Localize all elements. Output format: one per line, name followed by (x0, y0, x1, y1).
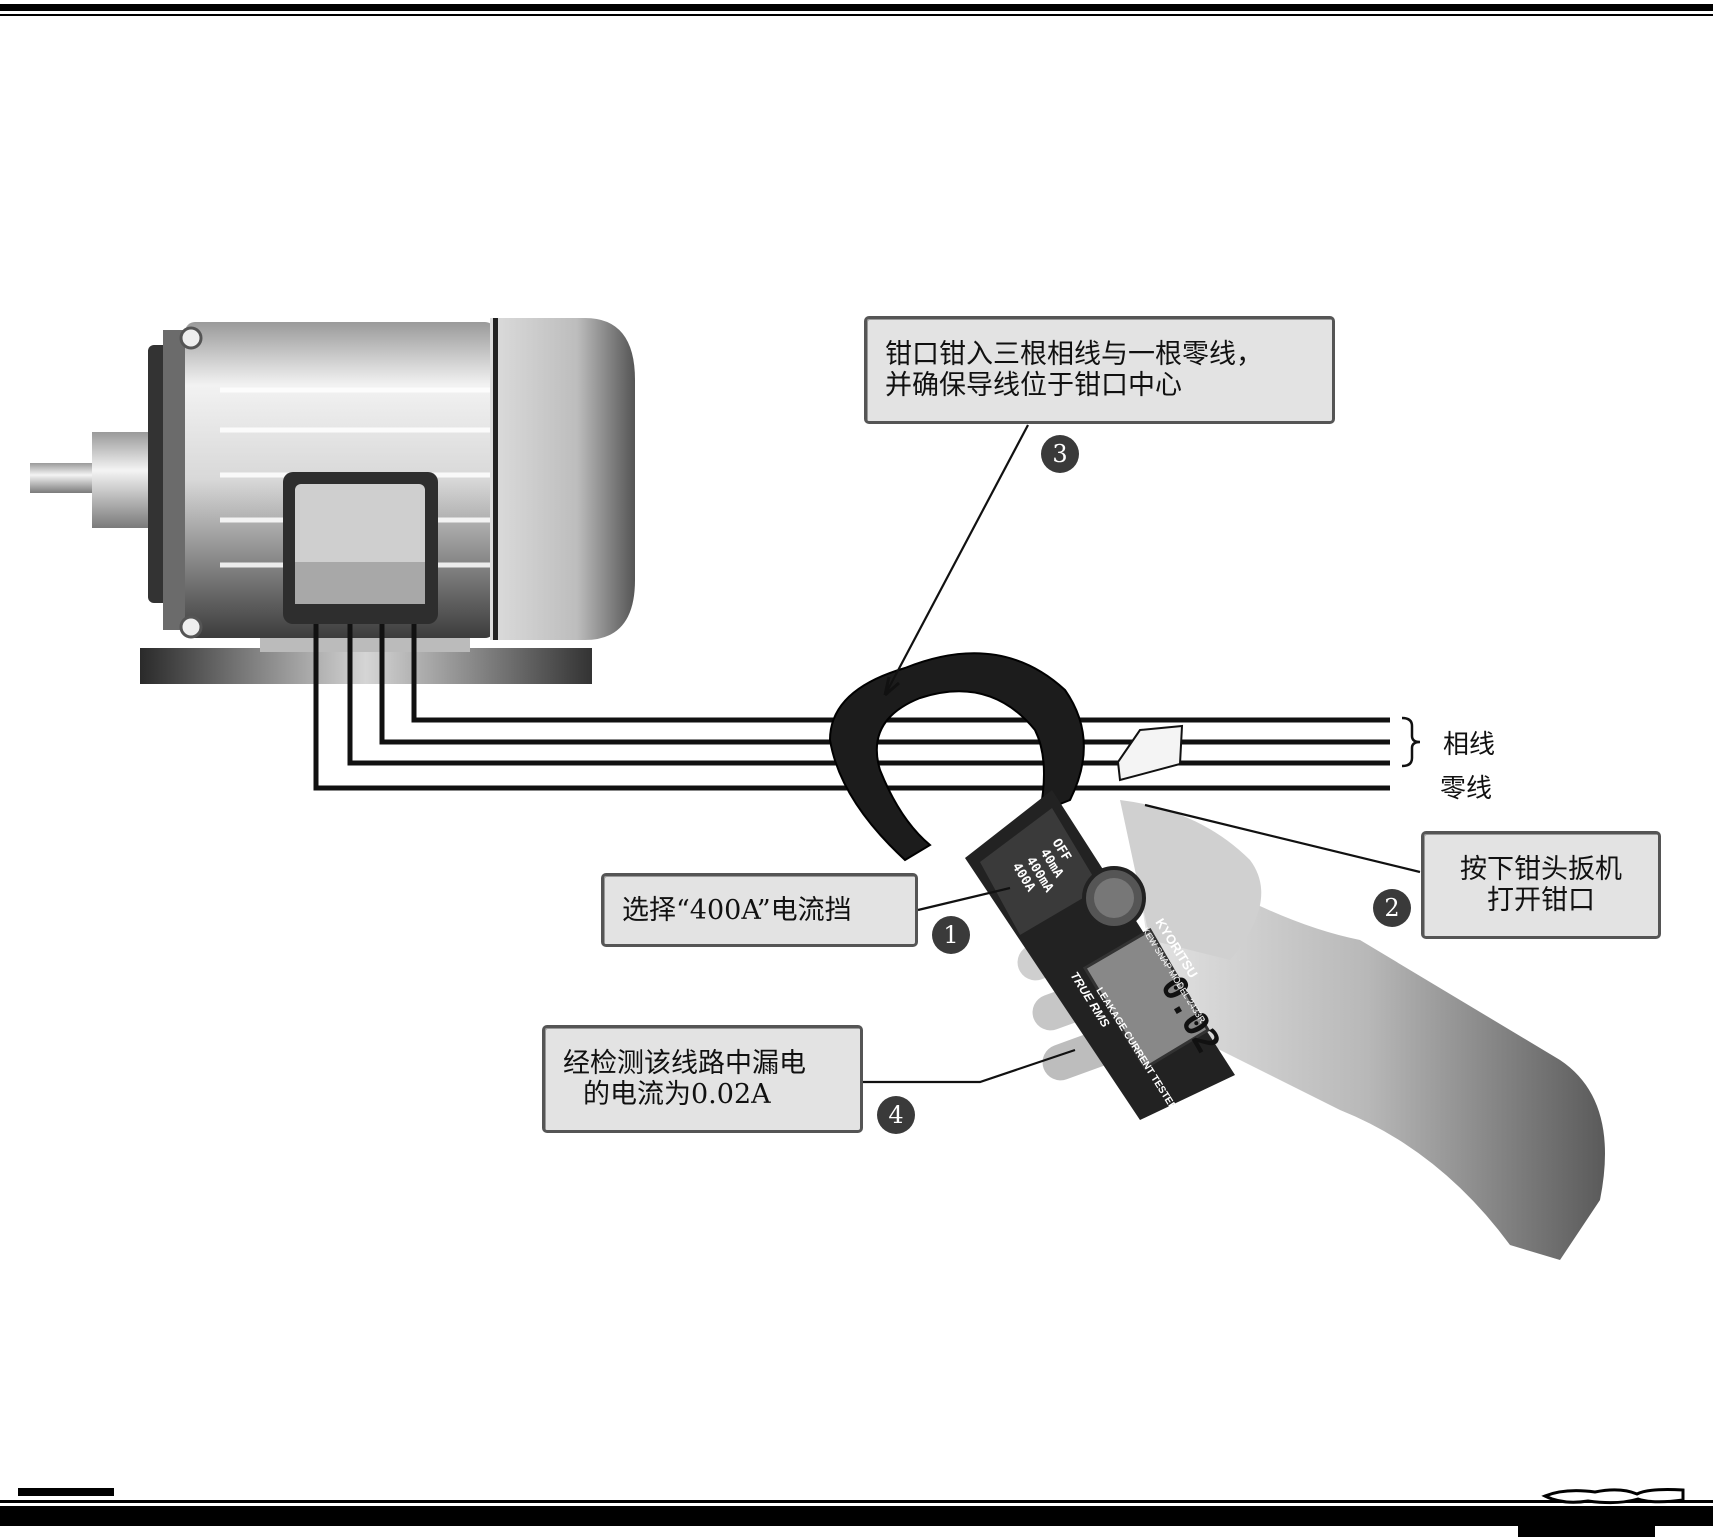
callout-step-2: 按下钳头扳机 打开钳口 (1421, 831, 1661, 939)
motor-fan-cover (490, 318, 635, 640)
callout-1-text: 选择“400A”电流挡 (622, 894, 852, 926)
leader-4 (862, 1048, 1076, 1084)
callout-step-1: 选择“400A”电流挡 (601, 873, 918, 947)
step-badge-1: 1 (932, 916, 970, 954)
callout-3-line-2: 并确保导线位于钳口中心 (885, 370, 1182, 401)
phase-brace (1401, 716, 1421, 768)
leader-1 (917, 886, 1011, 912)
direction-arrow (1116, 724, 1184, 782)
leader-3 (884, 424, 1029, 696)
callout-2-line-1: 按下钳头扳机 (1460, 854, 1622, 885)
callout-3-line-1: 钳口钳入三根相线与一根零线， (885, 339, 1263, 370)
callout-4-line-1: 经检测该线路中漏电 (563, 1048, 806, 1079)
phase-wire-label: 相线 (1443, 730, 1496, 760)
callout-step-4: 经检测该线路中漏电 的电流为0.02A (542, 1025, 863, 1133)
motor-base (140, 648, 592, 684)
page-frame (0, 4, 1713, 1537)
callout-4-line-2: 的电流为0.02A (583, 1079, 771, 1110)
step-badge-3: 3 (1041, 435, 1079, 473)
lcd-display (1082, 927, 1211, 1071)
clamp-jaw (828, 652, 1085, 862)
step-badge-2: 2 (1373, 889, 1411, 927)
leader-lines (862, 424, 1421, 1084)
neutral-wire (313, 624, 1390, 791)
electric-motor (30, 318, 635, 684)
neutral-wire-label: 零线 (1440, 774, 1493, 804)
step-badge-4: 4 (877, 1096, 915, 1134)
callout-2-line-2: 打开钳口 (1487, 885, 1595, 916)
callout-step-3: 钳口钳入三根相线与一根零线， 并确保导线位于钳口中心 (864, 316, 1335, 424)
leader-2 (1144, 803, 1421, 874)
